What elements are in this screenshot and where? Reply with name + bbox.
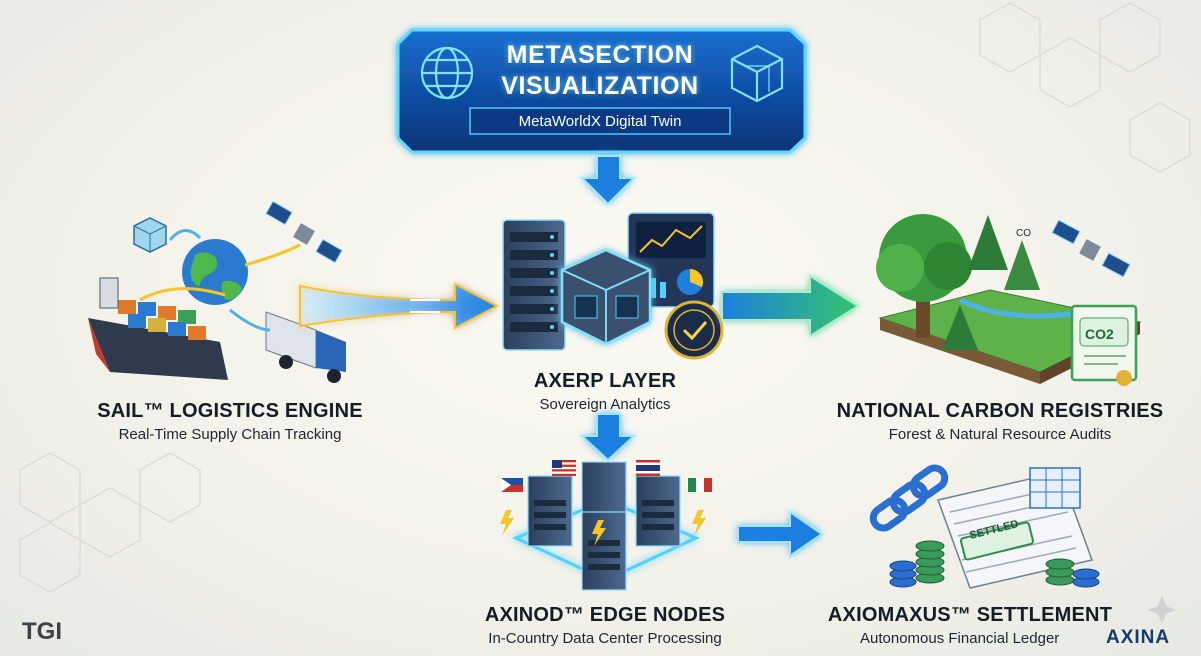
axerp-node-label: AXERP LAYER Sovereign Analytics bbox=[480, 370, 730, 413]
axiomaxus-title: AXIOMAXUS™ SETTLEMENT bbox=[827, 604, 1113, 626]
carbon-title: NATIONAL CARBON REGISTRIES bbox=[836, 400, 1164, 422]
flow-loop-arrows bbox=[139, 229, 301, 332]
cargo-ship-icon bbox=[88, 277, 228, 380]
axiomaxus-subtitle: Autonomous Financial Ledger bbox=[860, 630, 1060, 647]
axiomaxus-node-label: AXIOMAXUS™ SETTLEMENT Autonomous Financi… bbox=[820, 604, 1120, 647]
arrow-sail-to-axerp bbox=[299, 282, 500, 330]
sail-title: SAIL™ LOGISTICS ENGINE bbox=[97, 400, 363, 422]
flag-philippines-icon bbox=[501, 478, 523, 492]
core-cube-icon bbox=[560, 248, 652, 346]
sail-node-label: SAIL™ LOGISTICS ENGINE Real-Time Supply … bbox=[60, 400, 400, 443]
tgi-logo: TGI bbox=[22, 618, 62, 645]
pine-tree-icon bbox=[942, 215, 1040, 350]
sensor-label: CO bbox=[1016, 228, 1031, 239]
header-subtitle: MetaWorldX Digital Twin bbox=[518, 113, 682, 130]
axinod-node-label: AXINOD™ EDGE NODES In-Country Data Cente… bbox=[430, 604, 780, 647]
flag-usa-icon bbox=[552, 460, 576, 476]
globe-icon bbox=[420, 46, 474, 100]
header-title: METASECTION VISUALIZATION bbox=[501, 41, 699, 100]
axinod-subtitle: In-Country Data Center Processing bbox=[488, 630, 722, 647]
spreadsheet-icon bbox=[1029, 467, 1081, 509]
axinod-title: AXINOD™ EDGE NODES bbox=[484, 604, 726, 626]
tree-icon bbox=[876, 214, 972, 338]
axerp-subtitle: Sovereign Analytics bbox=[539, 396, 671, 413]
arrow-axinod-to-axiomaxus bbox=[737, 510, 824, 558]
globe-earth-icon bbox=[182, 239, 248, 305]
axerp-title: AXERP LAYER bbox=[533, 370, 677, 392]
sail-subtitle: Real-Time Supply Chain Tracking bbox=[118, 426, 342, 443]
carbon-node-label: NATIONAL CARBON REGISTRIES Forest & Natu… bbox=[810, 400, 1190, 443]
co2-certificate-label: CO2 bbox=[1085, 326, 1114, 342]
sparkle-icon bbox=[1148, 596, 1176, 624]
header-subtitle-bar bbox=[469, 107, 731, 135]
carbon-satellite-icon bbox=[1051, 219, 1131, 278]
hexagon-pattern bbox=[19, 2, 1191, 593]
satellite-icon bbox=[265, 200, 343, 264]
arrow-axerp-to-axinod bbox=[579, 413, 637, 462]
flag-thailand-icon bbox=[636, 460, 660, 476]
carbon-subtitle: Forest & Natural Resource Audits bbox=[888, 426, 1112, 443]
small-cube-icon bbox=[133, 217, 167, 253]
security-badge-icon bbox=[664, 300, 724, 360]
chain-link-icon bbox=[869, 464, 949, 532]
axerp-server-icon bbox=[502, 219, 566, 351]
cube-icon bbox=[730, 44, 784, 103]
co2-certificate-icon bbox=[1070, 304, 1138, 386]
edge-nodes-cluster-icon bbox=[500, 461, 706, 591]
coin-stack-icon bbox=[889, 540, 1100, 588]
flag-mexico-icon bbox=[688, 478, 712, 492]
arrow-header-to-axerp bbox=[579, 155, 637, 206]
axina-logo: AXINA bbox=[1106, 627, 1171, 648]
arrow-axerp-to-carbon bbox=[721, 274, 860, 338]
